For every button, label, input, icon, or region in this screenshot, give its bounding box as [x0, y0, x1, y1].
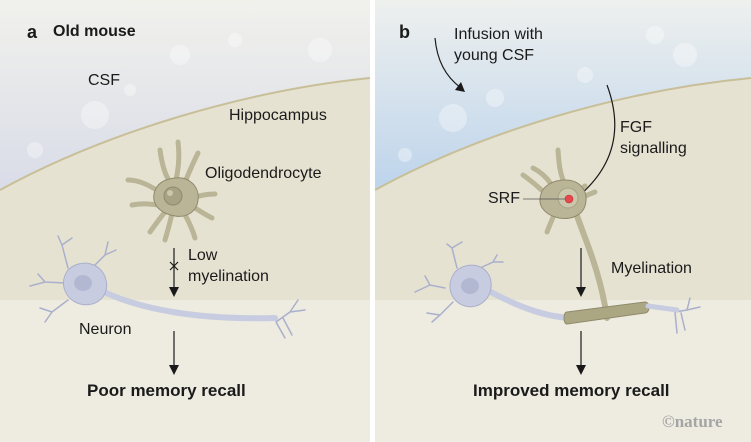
neuron-axon-distal — [645, 303, 680, 313]
panel-b-young-csf-infusion: b Infusion with young CSF FGF signalling… — [375, 0, 751, 442]
neuron-cell — [414, 241, 701, 334]
hippocampus-label: Hippocampus — [229, 107, 327, 124]
myelination-label: Myelination — [611, 260, 692, 277]
low-myelination-arrow — [169, 248, 179, 297]
fgf-label-line1: FGF — [620, 119, 652, 136]
tissue-fade — [0, 300, 370, 442]
outcome-poor-memory: Poor memory recall — [87, 381, 246, 400]
myelination-arrow — [576, 248, 586, 297]
low-myelination-label-line2: myelination — [188, 268, 269, 285]
srf-label: SRF — [488, 190, 520, 207]
outcome-improved-memory: Improved memory recall — [473, 381, 670, 400]
panel-letter-b: b — [399, 22, 410, 42]
outcome-arrow-a — [169, 331, 179, 375]
oligodendrocyte-nucleus — [163, 186, 183, 206]
infusion-label-line1: Infusion with — [454, 26, 543, 43]
tissue-boundary — [375, 77, 751, 191]
tissue-boundary — [0, 77, 370, 191]
infusion-arrow — [434, 37, 465, 92]
csf-region — [0, 0, 370, 190]
neuron-nucleus — [74, 275, 92, 291]
neuron-nucleus — [461, 278, 479, 294]
oligodendrocyte-cell — [125, 139, 218, 243]
tissue-fade — [375, 300, 751, 442]
panel-b-illustration — [375, 0, 751, 442]
neuron-label: Neuron — [79, 321, 132, 338]
oligodendrocyte-process — [572, 207, 610, 321]
panel-a-old-mouse: a Old mouse CSF Hippocampus Oligodendroc… — [0, 0, 370, 442]
infusion-label-line2: young CSF — [454, 47, 535, 64]
panel-letter-a: a — [27, 22, 38, 42]
oligodendrocyte-label: Oligodendrocyte — [205, 165, 322, 182]
panel-a-illustration — [0, 0, 370, 442]
low-myelination-label-line1: Low — [188, 247, 218, 264]
myelin-sheath — [563, 301, 650, 325]
csf-bubbles — [398, 26, 697, 162]
csf-region — [375, 0, 751, 190]
nature-credit: ©nature — [662, 412, 723, 431]
csf-bubbles — [27, 33, 332, 158]
neuron-cell — [29, 235, 306, 339]
csf-label: CSF — [88, 72, 120, 89]
panel-a-title: Old mouse — [53, 23, 136, 40]
fgf-label-line2: signalling — [620, 140, 687, 157]
outcome-arrow-b — [576, 331, 586, 375]
neuron-axon — [97, 287, 278, 322]
srf-dot — [564, 194, 574, 204]
